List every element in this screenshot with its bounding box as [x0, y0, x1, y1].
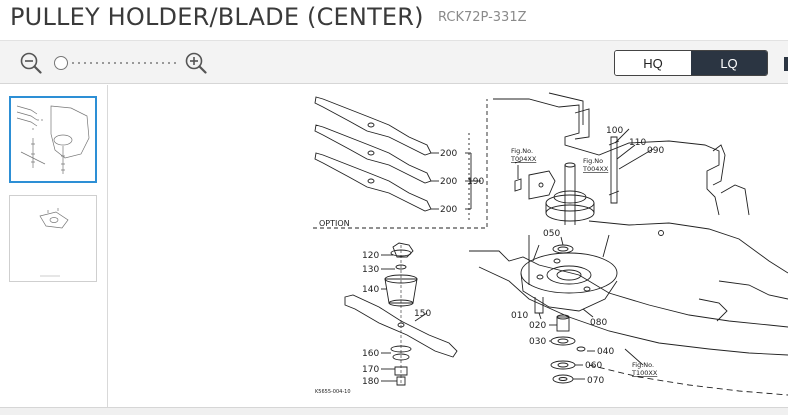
option-label: OPTION — [319, 219, 350, 228]
bolt-180 — [396, 376, 406, 386]
viewer-toolbar: HQ LQ — [0, 40, 788, 84]
zoom-slider[interactable] — [54, 55, 176, 71]
nut-070 — [552, 374, 574, 384]
fig-ref-1-line1: Fig.No. — [511, 147, 533, 155]
part-label-090: 090 — [647, 146, 664, 156]
part-label-030: 030 — [529, 337, 546, 347]
part-label-120: 120 — [362, 251, 379, 261]
zoom-out-icon[interactable] — [20, 52, 42, 74]
part-label-060: 060 — [585, 361, 602, 371]
part-label-100: 100 — [606, 126, 623, 136]
quality-lq-button[interactable]: LQ — [691, 51, 767, 75]
fig-ref-3-line2: T100XX — [631, 369, 658, 377]
blade-holder-120 — [392, 242, 414, 258]
part-label-130: 130 — [362, 265, 379, 275]
optional-blade-2 — [314, 124, 432, 184]
part-label-190: 190 — [467, 177, 484, 187]
bottom-scroll-bar[interactable] — [0, 407, 788, 415]
part-label-050: 050 — [543, 229, 560, 239]
zoom-slider-thumb[interactable] — [54, 56, 68, 70]
zoom-in-icon[interactable] — [185, 52, 207, 74]
page-header: PULLEY HOLDER/BLADE (CENTER) RCK72P-331Z — [0, 0, 788, 40]
nut-170 — [394, 366, 408, 376]
pulley-holder-top — [520, 252, 618, 294]
zoom-slider-track — [60, 62, 176, 64]
bearing-030 — [550, 336, 576, 346]
thumbnail-page-2-preview — [39, 208, 69, 277]
part-label-170: 170 — [362, 365, 379, 375]
panel-edge-marker — [784, 57, 788, 71]
part-label-110: 110 — [629, 138, 646, 148]
fig-ref-3-line1: Fig.No. — [632, 361, 654, 369]
collar-050 — [552, 244, 574, 254]
part-code: RCK72P-331Z — [438, 10, 527, 25]
washer-040 — [576, 346, 586, 352]
optional-blade-1 — [314, 96, 432, 156]
part-label-140: 140 — [362, 285, 379, 295]
part-label-040: 040 — [597, 347, 614, 357]
part-label-020: 020 — [529, 321, 546, 331]
part-label-160: 160 — [362, 349, 379, 359]
fig-ref-1-line2: T004XX — [510, 155, 537, 163]
fig-ref-2-line1: Fig.No — [583, 157, 603, 165]
parts-diagram: 200 200 200 190 100 110 090 050 120 130 … — [313, 92, 788, 396]
thumbnail-page-1-preview — [16, 105, 90, 174]
part-label-070: 070 — [587, 376, 604, 386]
part-label-150: 150 — [414, 309, 431, 319]
part-label-200b: 200 — [440, 177, 457, 187]
part-label-010: 010 — [511, 311, 528, 321]
bearing-060 — [550, 360, 576, 370]
quality-hq-button[interactable]: HQ — [615, 51, 691, 75]
part-label-200a: 200 — [440, 149, 457, 159]
thumbnail-page-2[interactable] — [9, 195, 97, 282]
diagram-viewer[interactable]: 200 200 200 190 100 110 090 050 120 130 … — [109, 85, 788, 407]
thumbnail-page-1[interactable] — [9, 96, 97, 183]
page-title: PULLEY HOLDER/BLADE (CENTER) — [10, 3, 424, 31]
mower-deck-outline — [493, 98, 720, 216]
part-label-200c: 200 — [440, 205, 457, 215]
part-label-080: 080 — [590, 318, 607, 328]
part-label-180: 180 — [362, 377, 379, 387]
thumbnail-sidebar — [0, 85, 108, 415]
quality-toggle: HQ LQ — [614, 50, 768, 76]
fig-ref-2-line2: T004XX — [582, 165, 609, 173]
spacer-020 — [556, 316, 570, 332]
center-blade-150 — [344, 294, 458, 358]
option-boundary — [313, 99, 488, 229]
drawing-id: K5655-004-10 — [315, 389, 351, 395]
optional-blade-3 — [314, 152, 432, 212]
